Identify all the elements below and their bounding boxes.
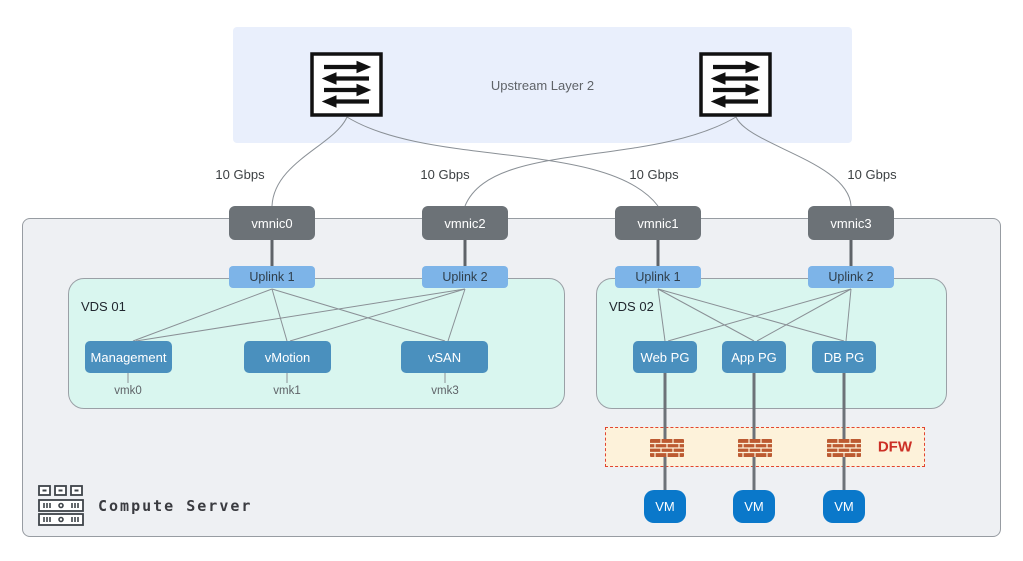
vsan-pg-node: vSAN [401, 341, 488, 373]
layer2-switch-icon [310, 52, 383, 117]
curve-switch1-vmnic0 [271, 116, 348, 207]
vmnic2-node: vmnic2 [422, 206, 508, 240]
vmnic-uplink-connectors [270, 240, 853, 268]
link-speed-label: 10 Gbps [629, 167, 679, 182]
firewall-brick-icon [738, 439, 772, 457]
vm-node: VM [644, 490, 686, 523]
firewall-brick-icon [650, 439, 684, 457]
vmnic0-node: vmnic0 [229, 206, 315, 240]
fan-line [657, 288, 666, 342]
curve-switch2-vmnic3 [735, 116, 852, 207]
web-pg-node: Web PG [633, 341, 697, 373]
vds02-fan-lines [657, 288, 852, 342]
fan-line [657, 288, 755, 342]
vmk3-label: vmk3 [431, 385, 459, 397]
switch-to-vmnic-curves [271, 116, 852, 207]
fan-line [271, 288, 446, 342]
fan-line [756, 288, 852, 342]
vmnic1-node: vmnic1 [615, 206, 701, 240]
vm-node: VM [823, 490, 865, 523]
vds01-title: VDS 01 [81, 299, 126, 314]
fan-line [657, 288, 845, 342]
layer2-switch-icon [699, 52, 772, 117]
link-speed-label: 10 Gbps [215, 167, 265, 182]
curve-switch1-vmnic1 [346, 116, 659, 207]
fan-line [271, 288, 288, 342]
vds02-uplink2-node: Uplink 2 [808, 266, 894, 288]
management-pg-node: Management [85, 341, 172, 373]
vmk0-label: vmk0 [114, 385, 142, 397]
fan-line [667, 288, 852, 342]
pg-to-vm-lines [663, 373, 846, 492]
vds02-title: VDS 02 [609, 299, 654, 314]
vm-node: VM [733, 490, 775, 523]
virtual-server-icon [38, 485, 84, 526]
app-pg-node: App PG [722, 341, 786, 373]
curve-switch2-vmnic2 [464, 116, 737, 207]
fan-line [845, 288, 852, 342]
fan-line [447, 288, 466, 342]
vds01-uplink2-node: Uplink 2 [422, 266, 508, 288]
vds01-fan-lines [132, 288, 466, 342]
vds01-uplink1-node: Uplink 1 [229, 266, 315, 288]
compute-server-caption: Compute Server [98, 497, 253, 515]
db-pg-node: DB PG [812, 341, 876, 373]
fan-line [132, 288, 273, 342]
vmk1-label: vmk1 [273, 385, 301, 397]
link-speed-label: 10 Gbps [847, 167, 897, 182]
fan-line [289, 288, 466, 342]
vds02-uplink1-node: Uplink 1 [615, 266, 701, 288]
dfw-label: DFW [877, 438, 912, 456]
vmotion-pg-node: vMotion [244, 341, 331, 373]
upstream-layer2-label: Upstream Layer 2 [490, 77, 595, 93]
link-speed-label: 10 Gbps [420, 167, 470, 182]
vmnic3-node: vmnic3 [808, 206, 894, 240]
fan-line [135, 288, 466, 342]
firewall-brick-icon [827, 439, 861, 457]
vmk-stub-lines [127, 373, 446, 383]
